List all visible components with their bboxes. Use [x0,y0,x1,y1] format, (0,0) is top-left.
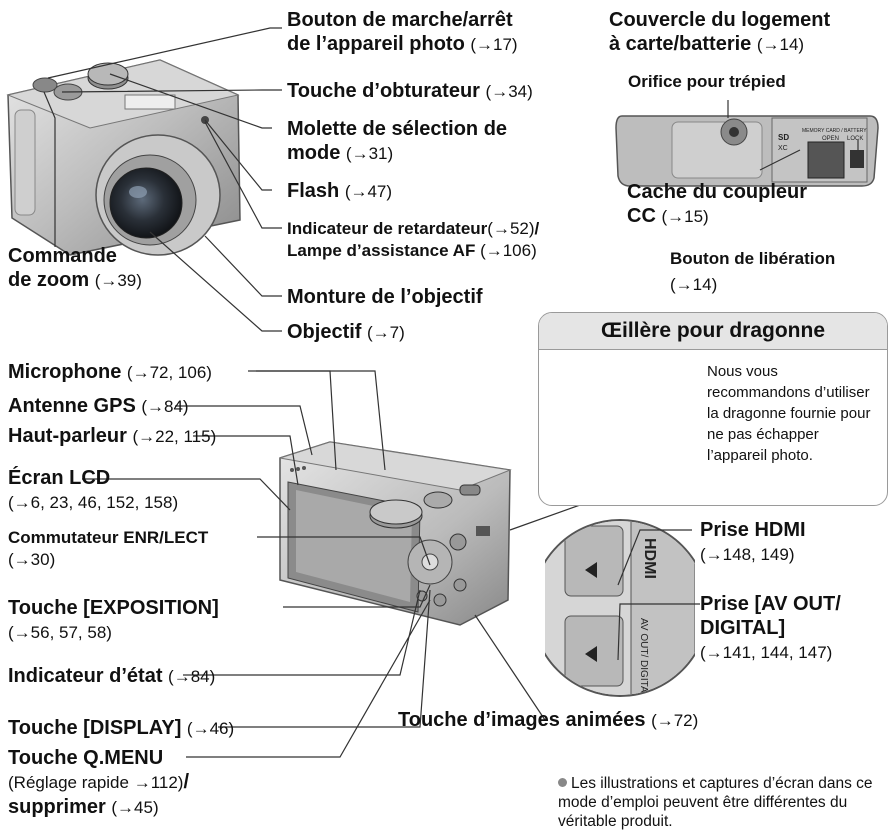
mode-dial-label: Molette de sélection de mode (→31) [287,118,508,164]
lcd-monitor-label: Écran LCD (→6, 23, 46, 152, 158) [8,467,179,512]
lens-barrel-label: Monture de l’objectif [287,286,483,308]
memory-card-battery-mark: MEMORY CARD / BATTERY [802,128,867,134]
av-out-socket-label: Prise [AV OUT/ DIGITAL] (→141, 144, 147) [700,593,841,662]
qmenu-button-label: Touche Q.MENU (Réglage rapide →112)/ sup… [8,747,190,818]
camera-front-illustration [6,59,241,256]
lock-mark: LOCK [847,136,863,142]
shutter-button-label: Touche d’obturateur (→34) [287,80,533,102]
power-button-label: Bouton de marche/arrêt de l’appareil pho… [287,9,518,55]
av-port-mark: AV OUT/ DIGITAL [638,618,649,698]
speaker-label: Haut-parleur (→22, 115) [8,425,217,447]
camera-back-illustration [279,441,512,626]
strap-eyelet-text: Nous vous recommandons d’utiliser la dra… [707,363,871,464]
xc-logo-text: XC [778,145,788,152]
flash-label: Flash (→47) [287,180,393,202]
lens-label: Objectif (→7) [287,321,405,343]
card-door-label: Couvercle du logement à carte/batterie (… [609,9,831,55]
zoom-lever-label: Commande de zoom (→39) [8,245,142,291]
status-indicator-label: Indicateur d’état (→84) [8,665,216,687]
release-button-label: Bouton de libération [670,249,836,268]
strap-eyelet-box: Œillère pour dragonne Nous vous recomman… [538,312,888,506]
bullet-icon [558,778,567,787]
rec-play-switch-label: Commutateur ENR/LECT (→30) [8,528,209,569]
release-button-ref: (→14) [670,275,718,294]
dc-coupler-cover-label: Cache du coupleur CC (→15) [627,181,808,227]
camera-bottom-illustration: SD XC MEMORY CARD / BATTERY OPEN LOCK [615,115,879,187]
motion-picture-button-label: Touche d’images animées (→72) [398,709,699,731]
microphone-label: Microphone (→72, 106) [8,361,212,383]
strap-eyelet-title: Œillère pour dragonne [539,313,887,350]
exposure-button-label: Touche [EXPOSITION] (→56, 57, 58) [8,597,219,642]
gps-antenna-label: Antenne GPS (→84) [8,395,189,417]
disclaimer-note: Les illustrations et captures d’écran da… [558,775,873,830]
open-mark: OPEN [822,136,839,142]
tripod-label: Orifice pour trépied [628,72,786,91]
hdmi-socket-label: Prise HDMI (→148, 149) [700,519,806,564]
sd-logo-text: SD [778,133,789,142]
hdmi-port-mark: HDMI [641,538,658,579]
self-timer-label: Indicateur de retardateur(→52)/ Lampe d’… [287,219,540,260]
display-button-label: Touche [DISPLAY] (→46) [8,717,235,739]
